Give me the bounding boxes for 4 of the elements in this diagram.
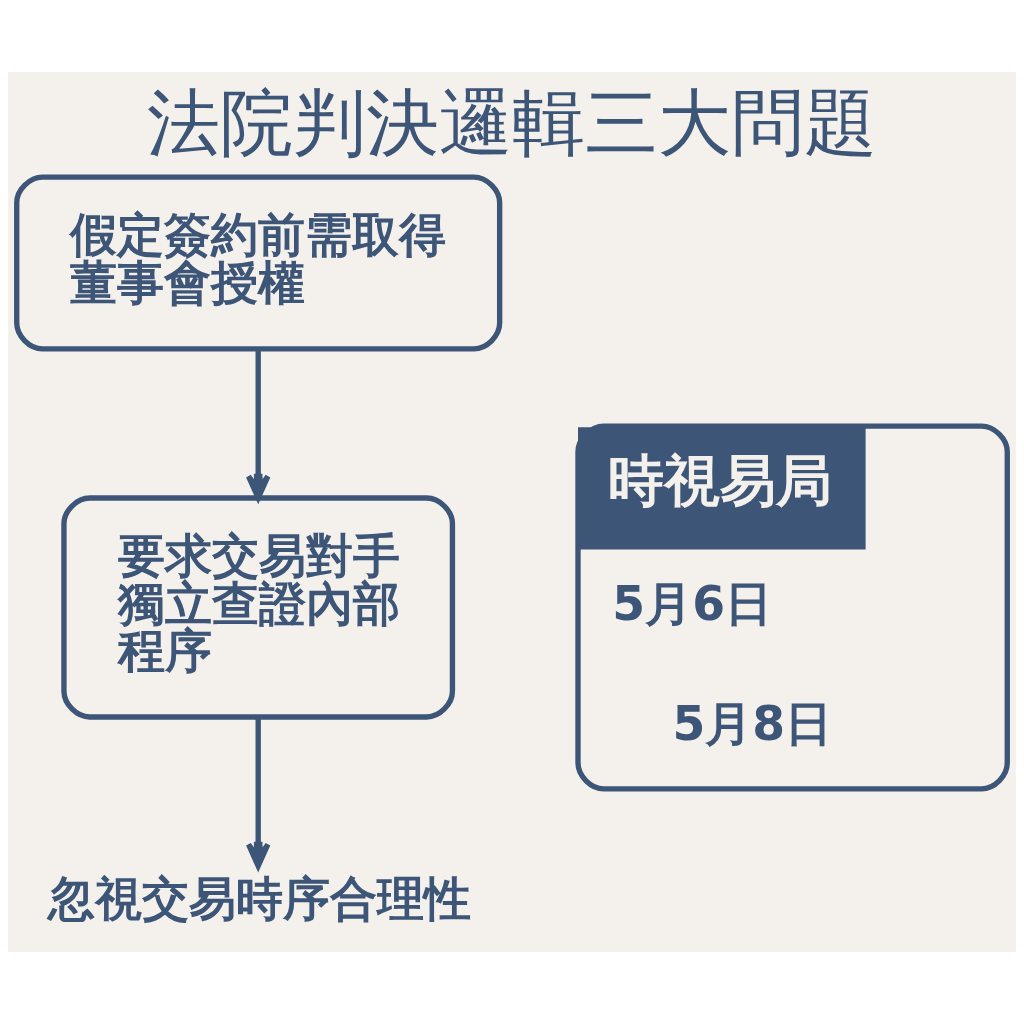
node-text: 忽視交易時序合理性 <box>47 870 471 926</box>
node-box: 假定簽約前需取得董事會授權 <box>14 174 503 352</box>
node-box: 要求交易對手獨立查證內部程序 <box>61 495 456 720</box>
diagram-title: 法院判決邏輯三大問題 <box>147 79 877 165</box>
